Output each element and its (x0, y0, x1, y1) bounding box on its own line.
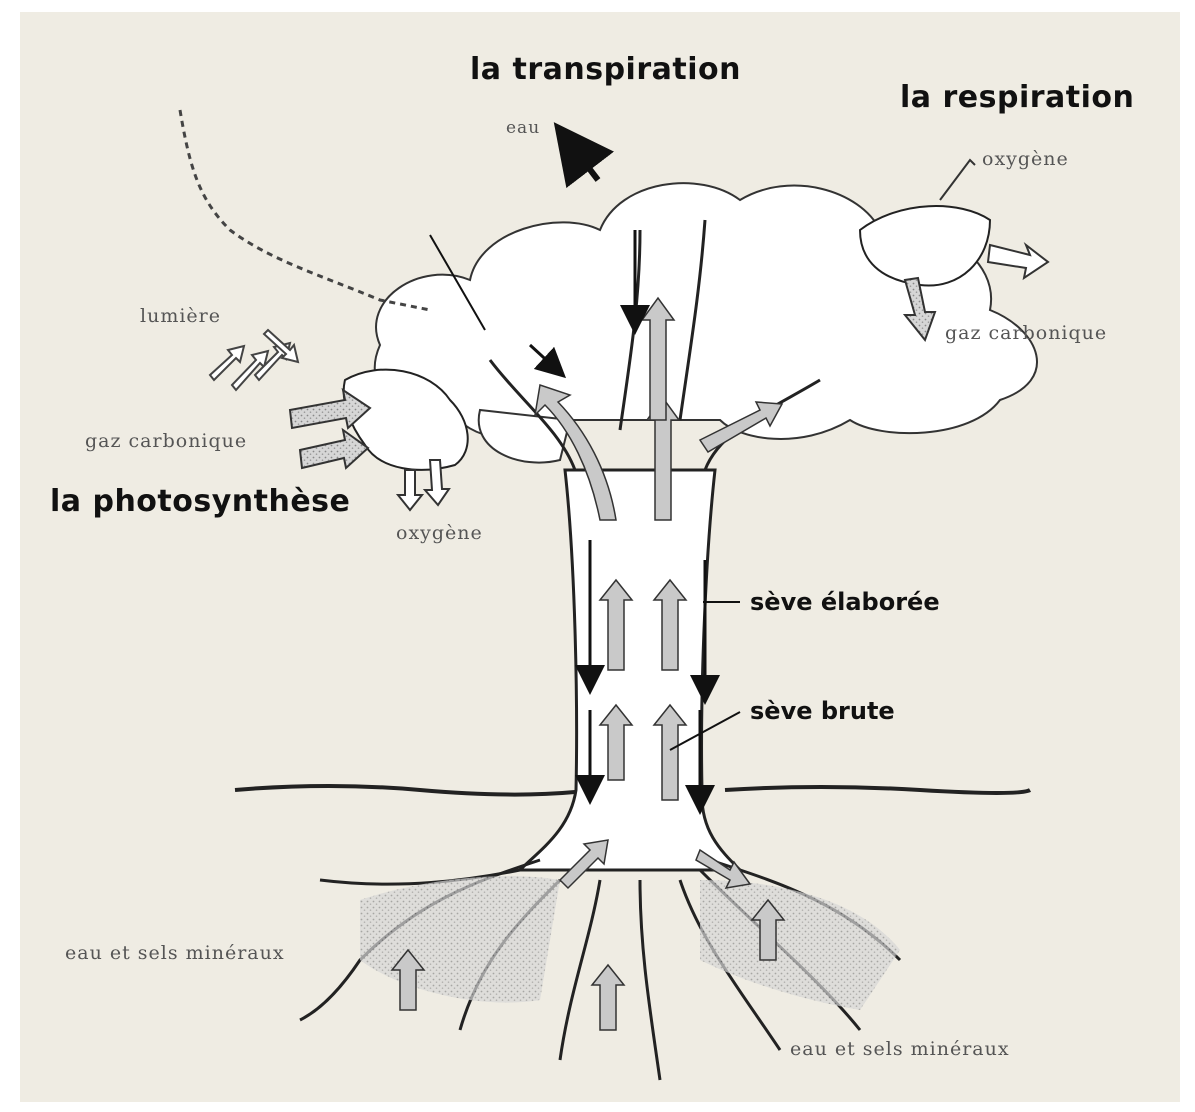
eau-label: eau (506, 118, 540, 138)
photosynthesis-title: la photosynthèse (50, 484, 350, 519)
transpiration-title: la transpiration (470, 52, 741, 87)
oxygene-top-label: oxygène (982, 148, 1069, 170)
seve-elaboree-label: sève élaborée (750, 588, 940, 616)
gaz-carbonique-right-label: gaz carbonique (945, 322, 1107, 344)
seve-brute-label: sève brute (750, 697, 895, 725)
eau-sels-left-label: eau et sels minéraux (65, 942, 285, 964)
gaz-carbonique-left-label: gaz carbonique (85, 430, 247, 452)
eau-sels-bottom-label: eau et sels minéraux (790, 1038, 1010, 1060)
lumiere-label: lumière (140, 305, 221, 327)
oxygene-left-label: oxygène (396, 522, 483, 544)
respiration-title: la respiration (900, 80, 1134, 115)
